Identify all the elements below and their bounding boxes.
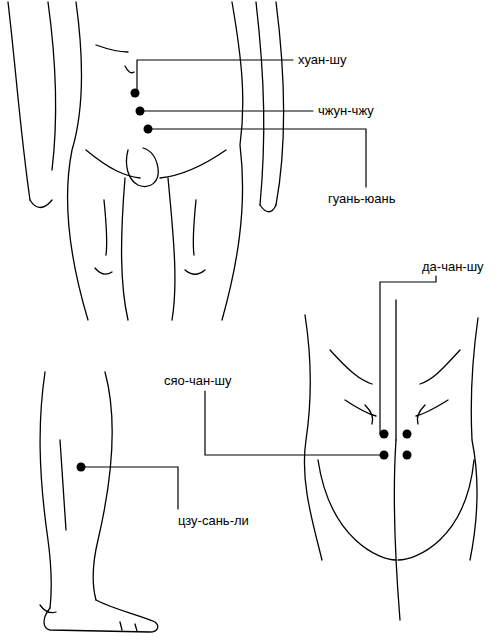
point-label: сяо-чан-шу — [162, 373, 234, 388]
point-label: да-чан-шу — [420, 259, 486, 274]
leg-figure — [40, 372, 158, 632]
point-label: гуань-юань — [326, 191, 398, 206]
point-label: чжун-чжу — [316, 103, 376, 118]
back-figure — [304, 300, 478, 620]
acupoint-dots — [77, 89, 412, 472]
leader-lines — [81, 60, 436, 509]
point-label: цзу-сань-ли — [176, 513, 251, 528]
point-label: хуан-шу — [296, 52, 349, 67]
front-figure — [8, 2, 284, 320]
